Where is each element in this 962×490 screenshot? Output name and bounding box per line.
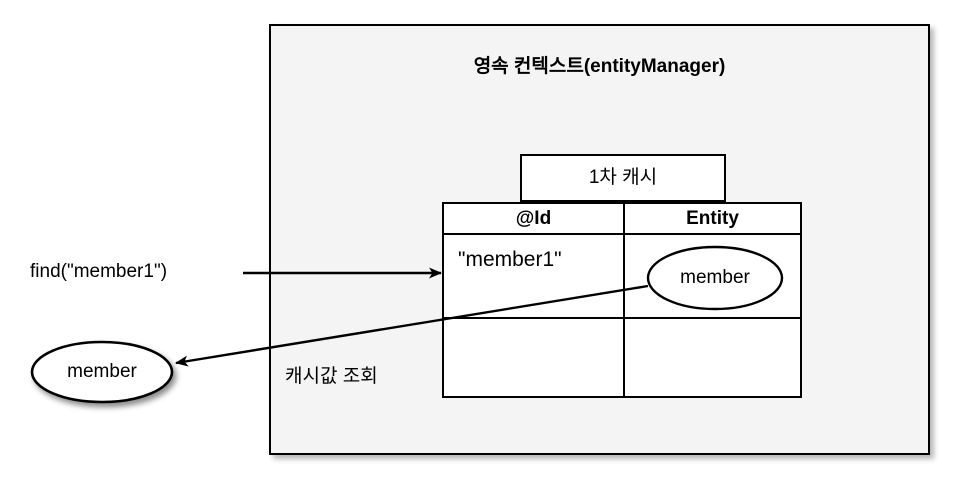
external-member-label: member (67, 361, 137, 382)
cache-table: @Id Entity "member1" (442, 202, 802, 398)
first-level-cache-caption-label: 1차 캐시 (588, 167, 658, 188)
find-call-label: find("member1") (30, 261, 168, 282)
table-header-divider (444, 233, 800, 235)
table-header-entity: Entity (686, 208, 739, 229)
first-level-cache-caption-box (520, 154, 726, 202)
cache-hit-label: 캐시값 조회 (285, 366, 378, 387)
table-header-id: @Id (515, 208, 552, 229)
table-row-1-id: "member1" (458, 248, 562, 271)
cached-member-label: member (680, 267, 750, 288)
persistence-context-title: 영속 컨텍스트(entityManager) (473, 56, 726, 77)
table-column-divider (623, 204, 625, 396)
table-row-divider (444, 317, 800, 319)
